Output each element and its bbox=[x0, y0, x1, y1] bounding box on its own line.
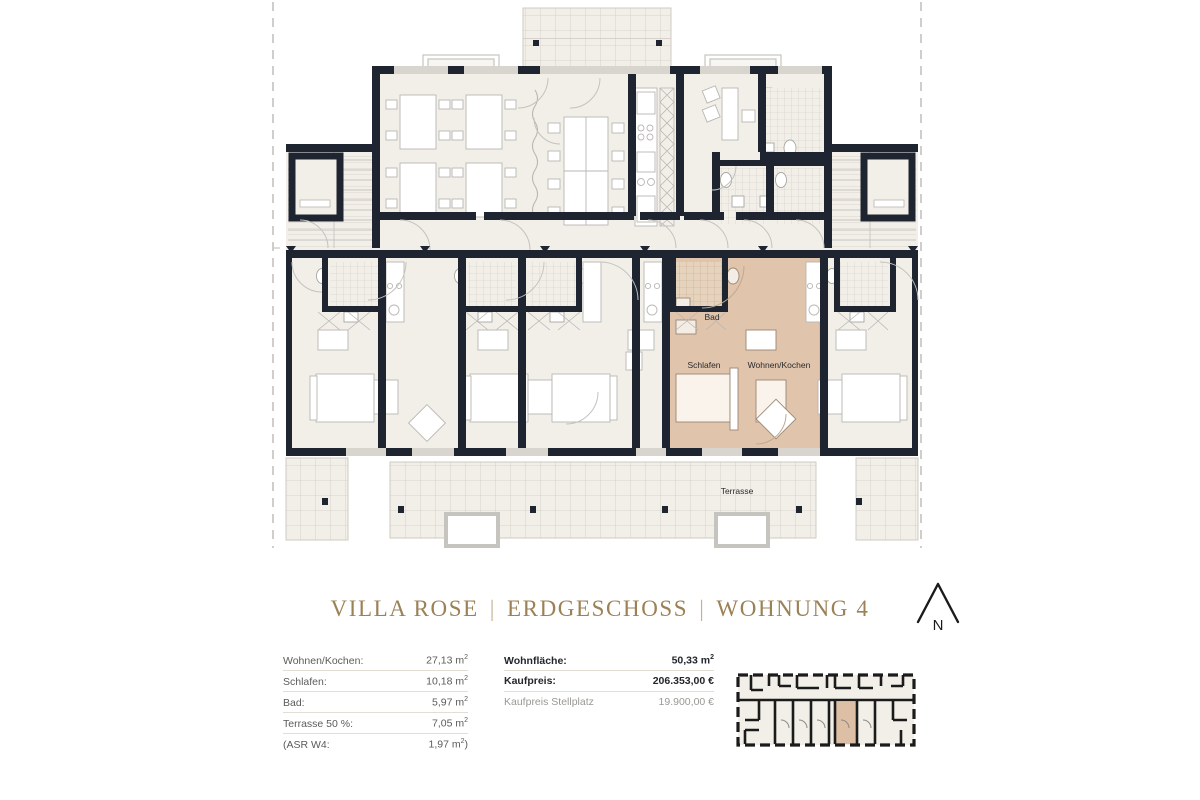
legend-value: 50,33 m2 bbox=[671, 654, 714, 667]
legend-key: Bad: bbox=[283, 696, 305, 709]
title-separator-1: | bbox=[489, 596, 496, 621]
niche-hatch bbox=[317, 311, 889, 331]
legend-value: 5,97 m2 bbox=[431, 696, 468, 709]
curtain-partition bbox=[531, 89, 539, 219]
legend-value: 7,05 m2 bbox=[431, 717, 468, 730]
room-label-schlafen: Schlafen bbox=[687, 360, 720, 370]
north-arrow-icon bbox=[916, 582, 960, 624]
entrance-terrace bbox=[522, 7, 672, 71]
plan-title-row: VILLA ROSE | ERDGESCHOSS | WOHNUNG 4 bbox=[0, 592, 1200, 626]
legend-value: 19.900,00 € bbox=[658, 695, 714, 708]
legend-row: Bad: 5,97 m2 bbox=[283, 692, 468, 714]
stairwell-left bbox=[288, 152, 372, 248]
title-villa-name: VILLA ROSE bbox=[330, 596, 479, 621]
room-label-wohnen-kochen: Wohnen/Kochen bbox=[748, 360, 811, 370]
legend-value: 27,13 m2 bbox=[426, 654, 468, 667]
legend-column-rooms: Wohnen/Kochen: 27,13 m2 Schlafen: 10,18 … bbox=[283, 650, 468, 754]
wohnung4-furniture bbox=[675, 329, 797, 440]
legend: Wohnen/Kochen: 27,13 m2 Schlafen: 10,18 … bbox=[283, 650, 923, 768]
bad-fixtures bbox=[675, 267, 740, 335]
legend-row: Schlafen: 10,18 m2 bbox=[283, 671, 468, 693]
legend-row: (ASR W4: 1,97 m2) bbox=[283, 734, 468, 754]
legend-key: Terrasse 50 %: bbox=[283, 717, 354, 730]
legend-row: Kaufpreis: 206.353,00 € bbox=[504, 671, 714, 692]
legend-key: Wohnen/Kochen: bbox=[283, 654, 364, 667]
door-swings bbox=[291, 77, 919, 445]
title-floor: ERDGESCHOSS bbox=[507, 596, 689, 621]
building-overview-thumbnail bbox=[735, 672, 917, 748]
room-label-terrasse: Terrasse bbox=[721, 486, 754, 496]
legend-row: Wohnfläche: 50,33 m2 bbox=[504, 650, 714, 672]
legend-column-summary: Wohnfläche: 50,33 m2 Kaufpreis: 206.353,… bbox=[504, 650, 714, 711]
legend-row: Wohnen/Kochen: 27,13 m2 bbox=[283, 650, 468, 672]
walls bbox=[286, 66, 918, 456]
plan-title: VILLA ROSE | ERDGESCHOSS | WOHNUNG 4 bbox=[331, 596, 870, 622]
upper-dining-furniture bbox=[385, 94, 625, 226]
title-separator-2: | bbox=[699, 596, 706, 621]
floor-plan-drawing: Bad Schlafen Wohnen/Kochen Terrasse bbox=[272, 2, 922, 548]
legend-row: Terrasse 50 %: 7,05 m2 bbox=[283, 713, 468, 735]
legend-key: Schlafen: bbox=[283, 675, 327, 688]
stairwell-right bbox=[832, 152, 916, 248]
legend-key: Wohnfläche: bbox=[504, 654, 567, 667]
lower-bedroom-furniture bbox=[309, 329, 908, 443]
entrance-markers bbox=[286, 246, 918, 253]
shelf-hatch bbox=[659, 87, 675, 227]
legend-value: 206.353,00 € bbox=[652, 675, 714, 688]
room-label-bad: Bad bbox=[704, 312, 719, 322]
legend-key: Kaufpreis: bbox=[504, 675, 556, 688]
north-label: N bbox=[933, 617, 944, 634]
legend-value: 10,18 m2 bbox=[426, 675, 468, 688]
legend-row: Kaufpreis Stellplatz 19.900,00 € bbox=[504, 692, 714, 712]
legend-value: 1,97 m2) bbox=[428, 738, 468, 751]
center-kitchen bbox=[634, 87, 658, 227]
legend-key: Kaufpreis Stellplatz bbox=[504, 695, 594, 708]
minimap-highlighted-unit bbox=[835, 702, 857, 744]
terrace-area bbox=[285, 457, 919, 548]
legend-key: (ASR W4: bbox=[283, 738, 330, 751]
title-unit: WOHNUNG 4 bbox=[716, 596, 870, 621]
north-arrow: N bbox=[906, 578, 970, 640]
